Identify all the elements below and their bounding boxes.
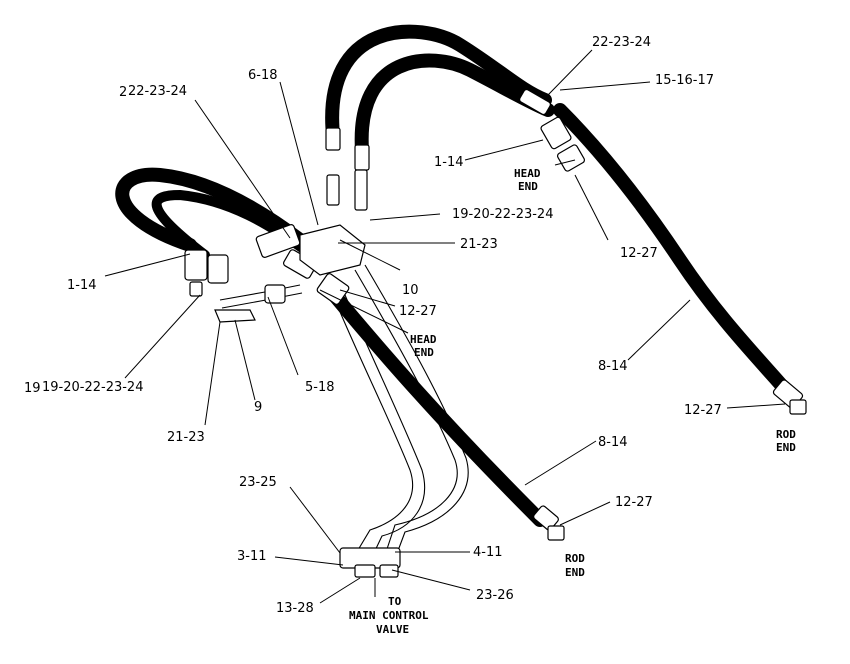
- left-loop-hose: [115, 167, 310, 260]
- callout-12-27-upper-right: 12-27: [620, 246, 658, 261]
- callout-21-23-right: 21-23: [460, 237, 498, 252]
- caption-head-end-mid-2: END: [414, 346, 434, 359]
- callout-1-14-left: 1-14: [67, 278, 97, 293]
- caption-head-end-right-1: HEAD: [514, 167, 541, 180]
- callout-23-25: 23-25: [239, 475, 277, 490]
- caption-rod-end-lower-1: ROD: [565, 552, 585, 565]
- lower-rod-end-hose: [323, 283, 547, 527]
- callout-8-14-lower: 8-14: [598, 435, 628, 450]
- callout-6-18: 6-18: [248, 68, 278, 83]
- callout-23-26: 23-26: [476, 588, 514, 603]
- callouts: 22-23-24 15-16-17 6-18 2 22-23-24 1-14 H…: [24, 35, 796, 636]
- callout-3-11: 3-11: [237, 549, 267, 564]
- callout-12-27-rod: 12-27: [684, 403, 722, 418]
- callout-4-11: 4-11: [473, 545, 503, 560]
- callout-13-28: 13-28: [276, 601, 314, 616]
- callout-1-14-right: 1-14: [434, 155, 464, 170]
- callout-19-20-22-23-24-left: 19-20-22-23-24: [42, 380, 143, 395]
- callout-12-27-mid: 12-27: [399, 304, 437, 319]
- caption-rod-end-right-1: ROD: [776, 428, 796, 441]
- callout-9: 9: [254, 400, 262, 415]
- caption-to: TO: [388, 595, 402, 608]
- callout-5-18: 5-18: [305, 380, 335, 395]
- callout-19-prefix: 19: [24, 381, 41, 396]
- callout-15-16-17: 15-16-17: [655, 73, 714, 88]
- fittings: [184, 88, 807, 578]
- callout-22-23-24-top: 22-23-24: [592, 35, 651, 50]
- caption-main-control: MAIN CONTROL: [349, 609, 429, 622]
- caption-head-end-right-2: END: [518, 180, 538, 193]
- callout-22-23-24-left: 22-23-24: [128, 84, 187, 99]
- caption-valve: VALVE: [376, 623, 409, 636]
- caption-rod-end-lower-2: END: [565, 566, 585, 579]
- caption-head-end-mid-1: HEAD: [410, 333, 437, 346]
- callout-10: 10: [402, 283, 419, 298]
- callout-2-prefix: 2: [119, 85, 127, 100]
- right-rod-end-hose: [553, 103, 797, 402]
- callout-8-14-upper: 8-14: [598, 359, 628, 374]
- callout-21-23-left: 21-23: [167, 430, 205, 445]
- callout-19-20-22-23-24-right: 19-20-22-23-24: [452, 207, 553, 222]
- leader-lines: [104, 49, 786, 604]
- upper-right-hose: [325, 24, 555, 157]
- callout-12-27-lower: 12-27: [615, 495, 653, 510]
- caption-rod-end-right-2: END: [776, 441, 796, 454]
